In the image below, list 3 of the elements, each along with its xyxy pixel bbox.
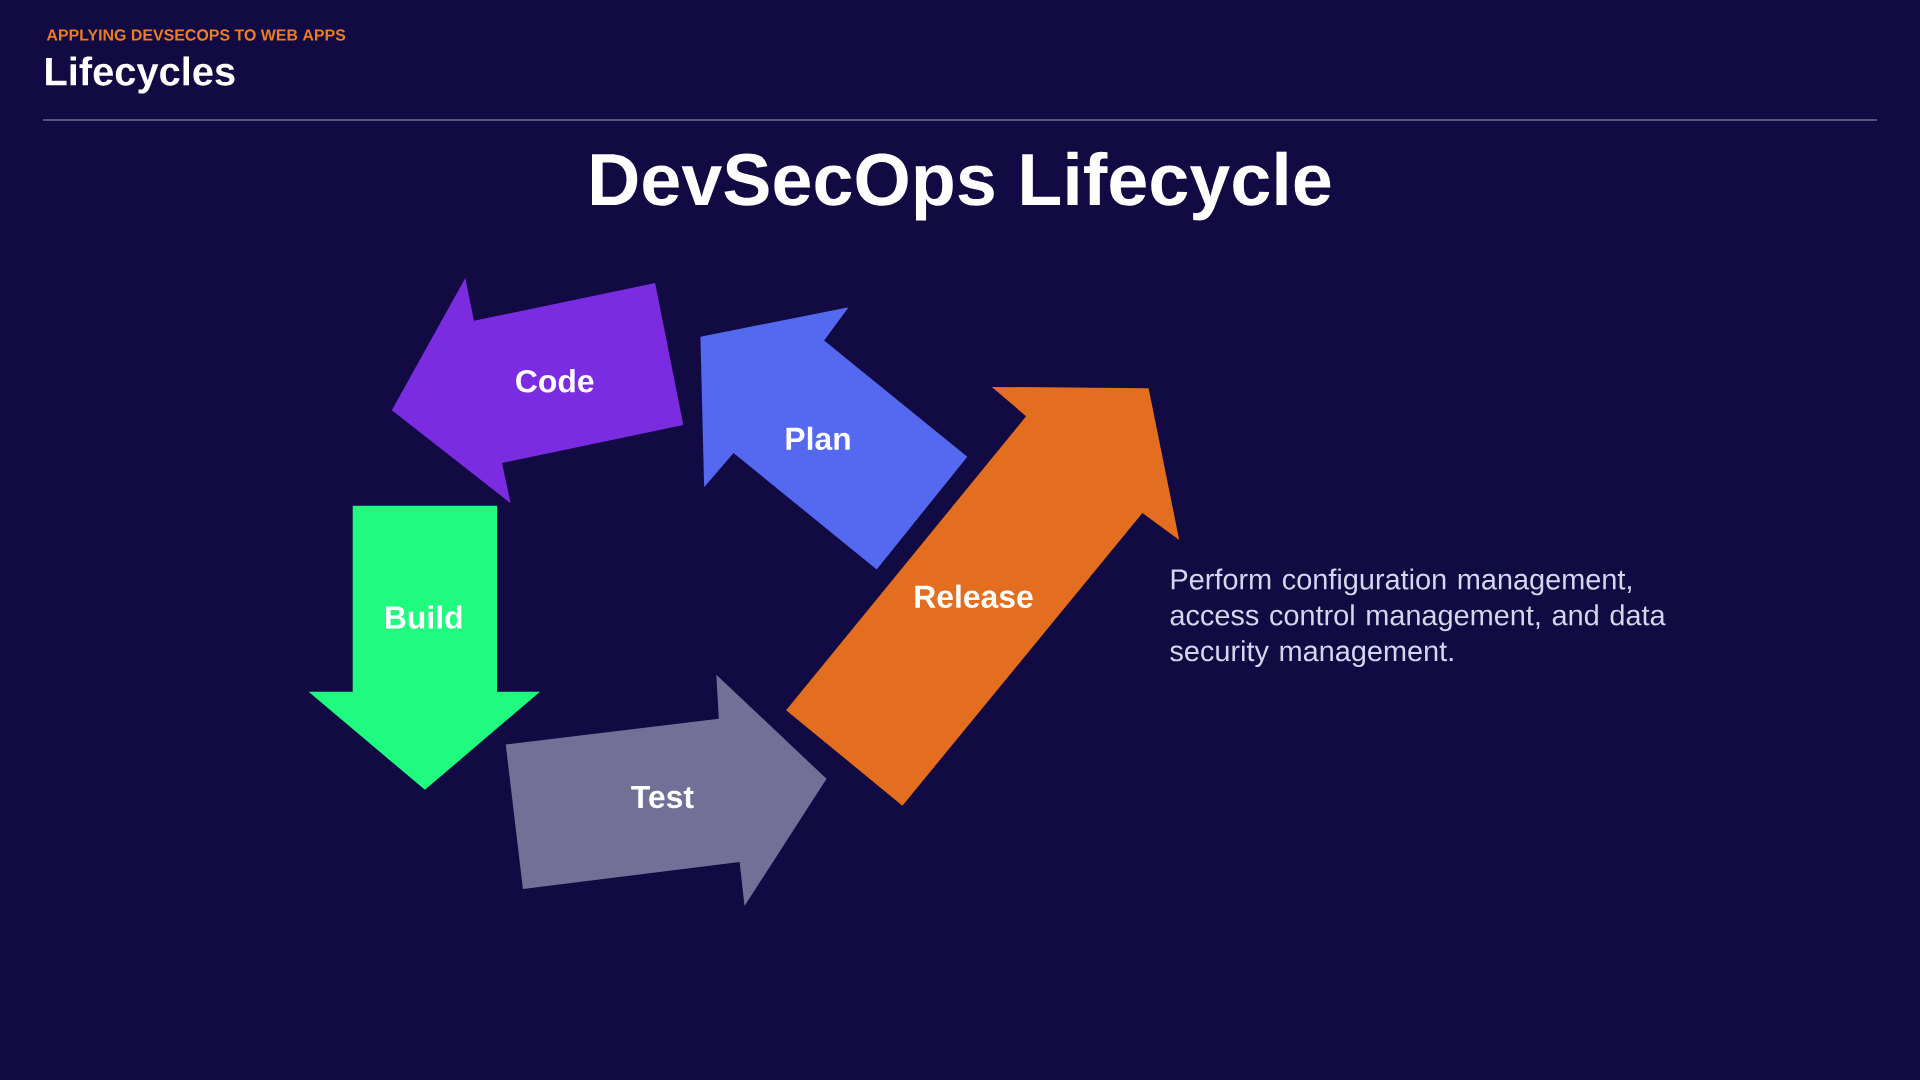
title: DevSecOps Lifecycle [592,151,1331,221]
section-heading: Lifecycles [46,56,235,94]
kicker-text: APPLYING DEVSECOPS TO WEB APPS [46,29,346,41]
